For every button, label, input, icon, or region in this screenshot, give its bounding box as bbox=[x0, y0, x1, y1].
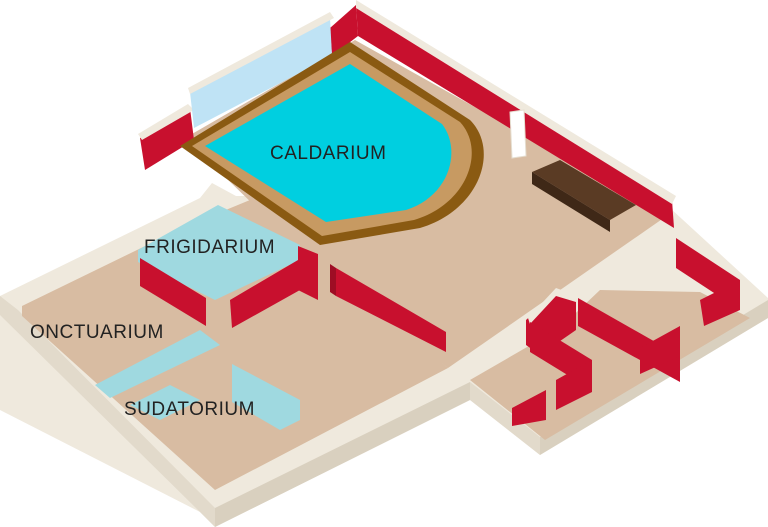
caldarium-front-wall bbox=[336, 268, 446, 352]
caldarium-wall-left bbox=[140, 108, 194, 170]
label-sudatorium: SUDATORIUM bbox=[124, 399, 255, 420]
caldarium-wall-back-top bbox=[330, 5, 358, 56]
pillar bbox=[509, 109, 527, 159]
annex-wall-5 bbox=[640, 326, 680, 374]
bench-side bbox=[532, 172, 610, 232]
annex-wall-arch-top bbox=[528, 288, 578, 324]
onctuarium-water-strip bbox=[95, 330, 220, 398]
glass-window-top bbox=[188, 12, 334, 94]
annex-wall-2 bbox=[556, 360, 592, 410]
outer-wall-face-left bbox=[0, 296, 215, 527]
frigidarium-wall-back bbox=[298, 246, 318, 300]
frigidarium-wall-left bbox=[140, 258, 206, 326]
label-frigidarium: FRIGIDARIUM bbox=[144, 237, 275, 258]
label-onctuarium: ONCTUARIUM bbox=[30, 322, 164, 343]
caldarium-wall-right-top bbox=[356, 0, 676, 204]
outer-wall-face-annex bbox=[470, 382, 540, 455]
bench bbox=[532, 160, 636, 220]
sudatorium-water bbox=[232, 364, 300, 430]
frigidarium-wall-right bbox=[230, 260, 300, 328]
annex-wall-3 bbox=[512, 390, 546, 426]
caldarium-pool-water bbox=[205, 64, 452, 222]
caldarium-wall-left-top bbox=[138, 104, 194, 140]
sudatorium-water-left bbox=[130, 385, 200, 420]
label-caldarium: CALDARIUM bbox=[270, 143, 386, 164]
outer-wall-face-bottom bbox=[215, 382, 470, 527]
frigidarium-pool bbox=[138, 205, 300, 300]
glass-window-wall bbox=[190, 18, 332, 128]
caldarium-front-wall-face bbox=[330, 264, 336, 296]
lower-rooms-floor bbox=[22, 200, 448, 490]
annex-wall-7 bbox=[700, 280, 740, 326]
